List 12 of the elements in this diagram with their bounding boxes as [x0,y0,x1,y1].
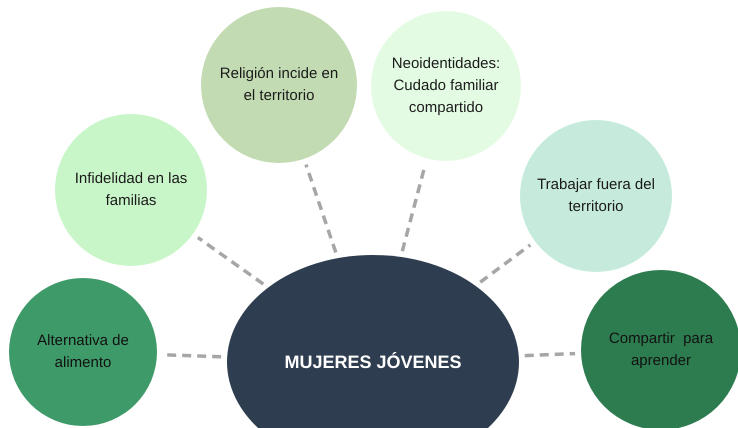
topic-circle [581,270,738,428]
topic-text: Alternativa de alimento [36,331,130,373]
dashed-connector [479,244,532,284]
topic-text: Infidelidad en las familias [74,169,188,211]
topic-text: Neoidentidades: Cudado familiar compartido [390,54,502,118]
topic-text: Religión incide en el territorio [218,64,340,106]
dashed-connector [196,236,264,286]
topic-text: Compartir para aprender [608,329,714,371]
topic-text: MUJERES JÓVENES [283,350,463,374]
topic-text: Trabajar fuera del territorio [536,175,656,217]
dashed-connector [524,352,576,358]
dashed-connector [304,164,338,254]
